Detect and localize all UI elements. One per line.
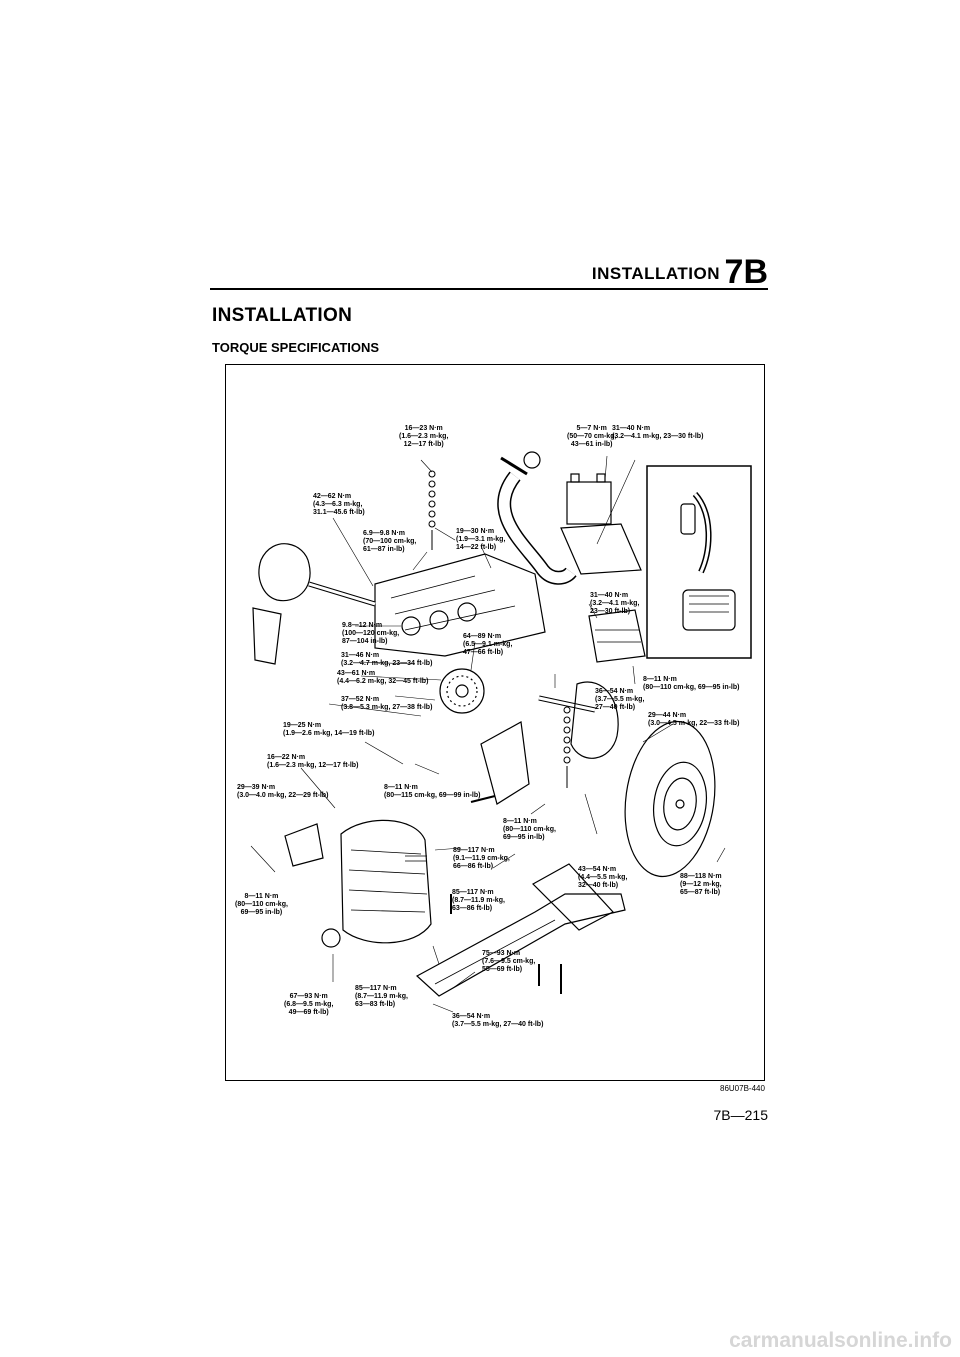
dust-shield [480, 721, 530, 805]
torque-label: 67—93 N·m (6.8—9.5 m-kg, 49—69 ft-lb) [284, 993, 334, 1016]
diagram-frame [225, 364, 765, 1081]
leader-lines [250, 455, 726, 1013]
torque-label: 19—30 N·m (1.9—3.1 m-kg, 14—22 ft-lb) [456, 528, 506, 551]
torque-label: 19—25 N·m (1.9—2.6 m-kg, 14—19 ft-lb) [283, 722, 375, 737]
transaxle [340, 819, 432, 944]
left-splash-shield [252, 607, 282, 665]
inset-module [682, 589, 736, 631]
engine-block [374, 553, 546, 657]
tire [624, 720, 716, 878]
torque-label: 36—54 N·m (3.7—5.5 m-kg, 27—40 ft-lb) [452, 1013, 544, 1028]
watermark: carmanualsonline.info [729, 1329, 952, 1352]
transaxle-bracket [284, 823, 324, 867]
torque-label: 16—23 N·m (1.6—2.3 m-kg, 12—17 ft-lb) [399, 425, 449, 448]
right-knuckle [570, 681, 619, 759]
figure-code: 86U07B-440 [720, 1084, 765, 1093]
torque-label: 64—89 N·m (6.5—9.1 m-kg, 47—66 ft-lb) [463, 633, 513, 656]
bolt-stack-upper [428, 470, 436, 550]
header-title: INSTALLATION [591, 264, 720, 283]
torque-label: 36—54 N·m (3.7—5.5 m-kg, 27—40 ft-lb) [595, 688, 645, 711]
torque-label: 31—46 N·m (3.2—4.7 m-kg, 23—34 ft-lb) [341, 652, 433, 667]
torque-label: 16—22 N·m (1.6—2.3 m-kg, 12—17 ft-lb) [267, 754, 359, 769]
torque-diagram-illustration [250, 451, 752, 1013]
relay-box [588, 609, 646, 663]
torque-label: 5—7 N·m (50—70 cm-kg, 43—61 in-lb) [567, 425, 617, 448]
torque-label: 8—11 N·m (80—110 cm-kg, 69—95 in-lb) [503, 818, 556, 841]
torque-label: 9.8—12 N·m (100—120 cm-kg, 87—104 in-lb) [342, 622, 400, 645]
torque-label: 37—52 N·m (3.8—5.3 m-kg, 27—38 ft-lb) [341, 696, 433, 711]
bolt-stack-right [563, 706, 571, 788]
section-code: 7B [724, 253, 768, 291]
torque-label: 29—39 N·m (3.0—4.0 m-kg, 22—29 ft-lb) [237, 784, 329, 799]
battery [566, 481, 612, 525]
lower-arm [532, 863, 614, 931]
torque-label: 8—11 N·m (80—110 cm-kg, 69—95 in-lb) [643, 676, 740, 691]
subsection-title: TORQUE SPECIFICATIONS [212, 340, 380, 355]
transaxle-mount [321, 928, 341, 948]
battery-tray [560, 523, 642, 575]
torque-label: 43—61 N·m (4.4—6.2 m-kg, 32—45 ft-lb) [337, 670, 429, 685]
torque-label: 31—40 N·m (3.2—4.1 m-kg, 23—30 ft-lb) [612, 425, 704, 440]
crossmember [415, 893, 626, 997]
torque-label: 8—11 N·m (80—110 cm-kg, 69—95 in-lb) [235, 893, 288, 916]
torque-label: 43—54 N·m (4.4—5.5 m-kg, 32—40 ft-lb) [578, 866, 628, 889]
left-knuckle [258, 543, 311, 602]
torque-label: 89—117 N·m (9.1—11.9 cm-kg, 66—86 ft-lb) [453, 847, 510, 870]
torque-label: 85—117 N·m (8.7—11.9 m-kg, 63—83 ft-lb) [355, 985, 408, 1008]
torque-label: 6.9—9.8 N·m (70—100 cm-kg, 61—87 in-lb) [363, 530, 417, 553]
torque-label: 31—40 N·m (3.2—4.1 m-kg, 23—30 ft-lb) [590, 592, 640, 615]
torque-label: 29—44 N·m (3.0—4.5 m-kg, 22—33 ft-lb) [648, 712, 740, 727]
header-rule [210, 288, 768, 290]
page-header: INSTALLATION 7B [210, 250, 768, 290]
torque-label: 85—117 N·m (8.7—11.9 m-kg, 63—86 ft-lb) [452, 889, 505, 912]
page-number: 7B—215 [713, 1107, 768, 1123]
torque-label: 42—62 N·m (4.3—6.3 m-kg, 31.1—45.6 ft-lb… [313, 493, 365, 516]
inset-filter [680, 503, 696, 535]
section-title: INSTALLATION [212, 305, 353, 326]
torque-label: 88—118 N·m (9—12 m-kg, 65—87 ft-lb) [680, 873, 722, 896]
torque-label: 75—93 N·m (7.6—9.5 cm-kg, 55—69 ft-lb) [482, 950, 536, 973]
drive-plate [439, 668, 485, 714]
inset-box [646, 465, 752, 659]
torque-label: 8—11 N·m (80—115 cm-kg, 69—99 in-lb) [384, 784, 481, 799]
